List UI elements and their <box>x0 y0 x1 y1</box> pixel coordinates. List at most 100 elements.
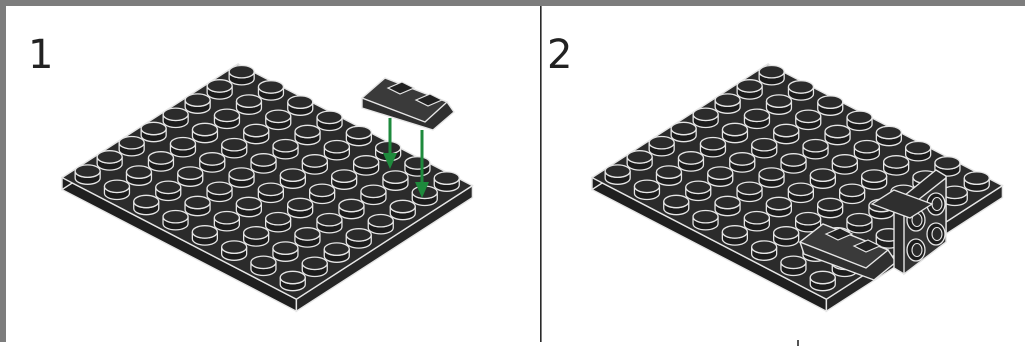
stud <box>169 136 197 158</box>
stud <box>794 211 822 233</box>
stud <box>780 255 807 277</box>
stud <box>758 64 785 86</box>
stud <box>655 165 683 186</box>
stud <box>338 198 365 220</box>
stud <box>133 194 160 216</box>
stud <box>670 121 697 143</box>
stud <box>831 154 859 175</box>
stud <box>846 110 873 132</box>
bottom-strip <box>0 342 1025 346</box>
tile-slot <box>824 227 854 241</box>
stud <box>235 196 263 218</box>
jumper-tile <box>360 77 455 131</box>
stud <box>286 197 314 219</box>
stud <box>743 210 771 232</box>
stud <box>773 123 800 145</box>
stud <box>853 139 881 161</box>
stud <box>265 109 292 131</box>
stud <box>963 171 990 192</box>
stud <box>692 107 719 129</box>
stud <box>729 152 756 173</box>
stud <box>809 270 836 292</box>
stud <box>721 225 749 246</box>
stud <box>633 179 661 201</box>
stud <box>626 150 653 171</box>
stud <box>941 185 968 207</box>
step-number: 2 <box>547 32 573 78</box>
stud <box>692 209 719 231</box>
stud <box>816 197 844 219</box>
stud <box>206 79 233 100</box>
stud <box>250 153 277 174</box>
stud <box>272 241 299 262</box>
stud <box>714 93 741 114</box>
stud <box>352 155 380 176</box>
stud <box>125 165 153 186</box>
stud <box>316 110 343 132</box>
bracket-base <box>870 189 934 219</box>
baseplate <box>60 62 474 313</box>
stud <box>846 212 873 234</box>
stud <box>330 169 358 190</box>
stud <box>648 135 675 157</box>
stud <box>257 182 285 204</box>
tile-slot <box>852 239 882 253</box>
stud <box>809 168 837 189</box>
stud <box>736 79 763 100</box>
stud <box>272 138 299 160</box>
arrow-head <box>383 153 397 169</box>
stud <box>184 195 211 217</box>
step-1-illustration <box>60 62 474 313</box>
stud <box>96 150 123 171</box>
stud <box>411 185 438 207</box>
step-2-illustration <box>590 62 1004 313</box>
stud <box>213 108 241 130</box>
stud <box>367 213 394 235</box>
instruction-step-2: 2 <box>542 6 1025 342</box>
stud <box>228 64 255 86</box>
stud <box>433 171 460 192</box>
stud <box>758 167 785 188</box>
stud <box>838 183 866 205</box>
stud <box>677 151 705 172</box>
tile-slot <box>414 93 444 107</box>
stud <box>242 226 270 247</box>
stud <box>714 195 741 217</box>
stud <box>721 122 749 144</box>
stud <box>155 180 182 202</box>
stud <box>604 164 631 185</box>
stud <box>235 94 263 115</box>
stud <box>787 182 815 204</box>
stud <box>765 196 793 218</box>
stud <box>780 153 807 174</box>
stud <box>875 125 903 147</box>
stud <box>316 212 343 234</box>
stud <box>199 152 226 173</box>
stud <box>147 151 175 172</box>
stud <box>279 270 306 292</box>
stud <box>663 194 690 216</box>
stud <box>294 227 321 248</box>
stud <box>323 242 350 263</box>
stud <box>751 137 778 159</box>
stud <box>795 109 822 131</box>
stud <box>213 210 241 232</box>
stud <box>772 226 800 247</box>
stud <box>882 155 910 176</box>
stud <box>221 137 248 159</box>
stud <box>389 199 416 221</box>
stud <box>177 166 204 187</box>
stud <box>191 225 219 246</box>
stud <box>404 156 431 177</box>
stud <box>765 94 793 115</box>
stud <box>162 209 189 231</box>
stud <box>787 80 815 101</box>
stud <box>323 139 351 161</box>
tile-slot <box>386 81 416 95</box>
stud <box>824 124 851 146</box>
stud <box>360 184 387 206</box>
stud <box>191 122 219 144</box>
stud <box>382 170 409 191</box>
stud <box>228 167 255 188</box>
stud <box>257 80 285 101</box>
